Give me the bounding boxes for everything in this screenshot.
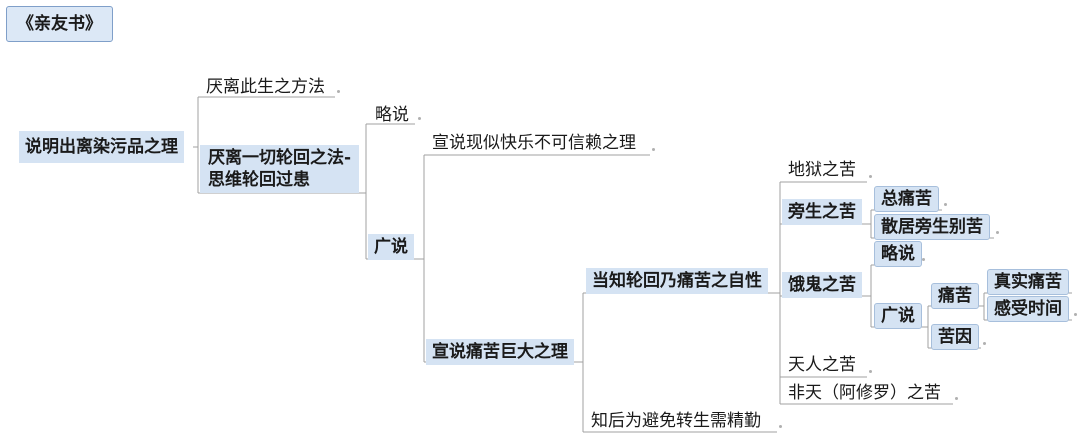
node-hell: 地狱之苦 [788,160,856,180]
node-ghost: 饿鬼之苦 [782,272,862,298]
node-asura: 非天（阿修罗）之苦 [788,383,941,403]
marker-dot [652,148,655,151]
node-nature: 当知轮回乃痛苦之自性 [586,268,768,294]
root-node: 说明出离染污品之理 [19,131,184,163]
marker-dot [337,90,340,93]
node-pain: 痛苦 [931,283,979,309]
node-all-line2: 思维轮回过患 [208,170,310,190]
marker-dot [922,258,925,261]
node-all-line1: 厌离一切轮回之法- [208,148,352,168]
node-scattered: 散居旁生别苦 [874,214,990,240]
node-brief: 略说 [375,105,409,125]
node-ghost-broad: 广说 [874,303,922,329]
node-god: 天人之苦 [788,355,856,375]
node-broad: 广说 [368,234,414,260]
node-pleasure: 宣说现似快乐不可信赖之理 [432,133,636,153]
node-bigpain: 宣说痛苦巨大之理 [426,339,574,365]
marker-dot [869,370,872,373]
marker-dot [983,342,986,345]
node-all: 厌离一切轮回之法- 思维轮回过患 [200,145,360,193]
node-realpain: 真实痛苦 [987,269,1069,295]
node-method: 厌离此生之方法 [206,77,325,97]
marker-dot [418,117,421,120]
marker-dot [869,175,872,178]
marker-dot [944,203,947,206]
marker-dot [779,425,782,428]
node-feeltime: 感受时间 [987,296,1069,322]
node-cause: 苦因 [931,324,979,350]
marker-dot [996,231,999,234]
document-title: 《亲友书》 [6,6,113,42]
marker-dot [955,397,958,400]
node-diligent: 知后为避免转生需精勤 [591,411,761,431]
node-total: 总痛苦 [874,186,939,212]
node-ghost-brief: 略说 [874,241,922,267]
node-animal: 旁生之苦 [782,199,862,225]
marker-dot [1074,313,1077,316]
